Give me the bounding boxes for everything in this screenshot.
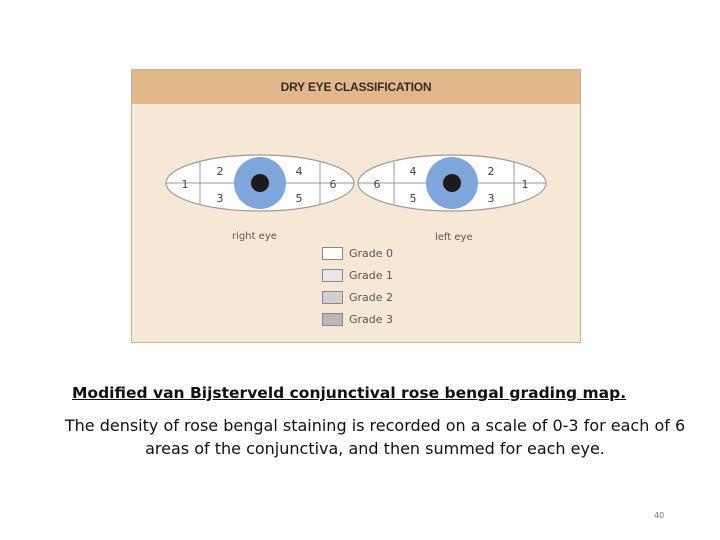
left-eye-pupil bbox=[443, 174, 461, 192]
figure-title: DRY EYE CLASSIFICATION bbox=[280, 80, 432, 94]
left-eye-zone-label: 1 bbox=[522, 178, 529, 191]
grading-map-figure: DRY EYE CLASSIFICATION 1 2 3 4 5 6 right… bbox=[131, 69, 581, 343]
right-eye-pupil bbox=[251, 174, 269, 192]
right-eye-label: right eye bbox=[232, 231, 277, 242]
right-eye-zone-label: 2 bbox=[217, 165, 224, 178]
legend-label: Grade 1 bbox=[349, 268, 394, 282]
right-eye: 1 2 3 4 5 6 right eye bbox=[165, 154, 355, 242]
legend-label: Grade 0 bbox=[349, 246, 394, 260]
left-eye-zone-label: 3 bbox=[488, 192, 495, 205]
caption-title: Modified van Bijsterveld conjunctival ro… bbox=[72, 384, 627, 402]
right-eye-zone-label: 4 bbox=[296, 165, 303, 178]
legend-item: Grade 2 bbox=[322, 286, 393, 308]
legend-label: Grade 2 bbox=[349, 290, 394, 304]
right-eye-zone-label: 6 bbox=[330, 178, 337, 191]
eyes-diagram: 1 2 3 4 5 6 right eye 6 4 5 2 3 1 left e… bbox=[165, 154, 547, 243]
legend-item: Grade 1 bbox=[322, 264, 393, 286]
legend-item: Grade 3 bbox=[322, 308, 393, 330]
page-number: 40 bbox=[654, 511, 665, 520]
left-eye-zone-label: 2 bbox=[488, 165, 495, 178]
legend-swatch bbox=[322, 290, 343, 304]
left-eye-zone-label: 5 bbox=[410, 192, 417, 205]
left-eye-zone-label: 4 bbox=[410, 165, 417, 178]
figure-header: DRY EYE CLASSIFICATION bbox=[132, 70, 580, 104]
right-eye-zone-label: 3 bbox=[217, 192, 224, 205]
left-eye: 6 4 5 2 3 1 left eye bbox=[357, 154, 547, 243]
caption-body: The density of rose bengal staining is r… bbox=[64, 416, 686, 458]
legend-swatch bbox=[322, 312, 343, 326]
legend-label: Grade 3 bbox=[349, 312, 394, 326]
left-eye-zone-label: 6 bbox=[374, 178, 381, 191]
legend-item: Grade 0 bbox=[322, 242, 393, 264]
left-eye-label: left eye bbox=[435, 232, 473, 243]
right-eye-zone-label: 5 bbox=[296, 192, 303, 205]
right-eye-zone-label: 1 bbox=[182, 178, 189, 191]
legend-swatch bbox=[322, 268, 343, 282]
legend-swatch bbox=[322, 246, 343, 260]
grade-legend: Grade 0 Grade 1 Grade 2 Grade 3 bbox=[322, 242, 393, 330]
